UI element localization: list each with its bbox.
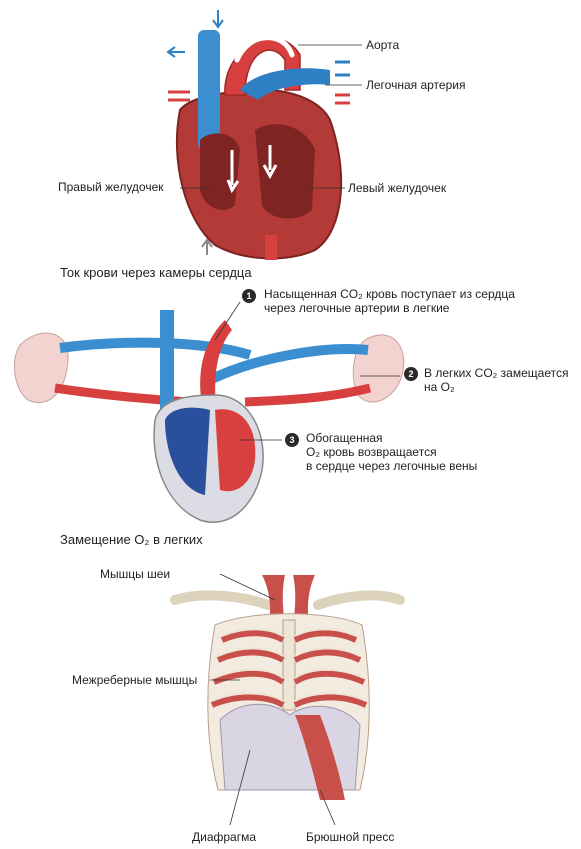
step-3-badge: 3 [285, 433, 299, 447]
step-1-badge: 1 [242, 289, 256, 303]
label-diaphragm: Диафрагма [192, 830, 256, 844]
step-3-line-2: O₂ кровь возвращается [306, 445, 477, 459]
arrow-left-blue [168, 47, 185, 57]
label-intercostal-muscles: Межреберные мышцы [72, 673, 197, 687]
arrows-right-blue [335, 62, 350, 75]
caption-heart: Ток крови через камеры сердца [60, 265, 252, 280]
clavicles [175, 595, 400, 605]
step-2-line-2: на O₂ [424, 380, 568, 394]
vena-cava [198, 30, 220, 150]
step-1-text: Насыщенная CO₂ кровь поступает из сердца… [264, 287, 515, 315]
lung-circulation [14, 310, 403, 522]
caption-lungs: Замещение O₂ в легких [60, 532, 203, 547]
step-2-line-1: В легких CO₂ замещается [424, 366, 568, 380]
arrows-left-red [168, 92, 190, 100]
step-2-badge: 2 [404, 367, 418, 381]
step-1-line-1: Насыщенная CO₂ кровь поступает из сердца [264, 287, 515, 301]
step-1-line-2: через легочные артерии в легкие [264, 301, 515, 315]
arrows-right-red [335, 95, 350, 103]
label-abdominal-press: Брюшной пресс [306, 830, 394, 844]
red-vessel-right [245, 388, 370, 402]
label-right-ventricle: Правый желудочек [58, 180, 164, 194]
label-aorta: Аорта [366, 38, 399, 52]
label-pulmonary-artery: Легочная артерия [366, 78, 465, 92]
step-3-line-3: в сердце через легочные вены [306, 459, 477, 473]
arrow-top [213, 10, 223, 27]
left-chamber [255, 124, 315, 218]
step-3-line-1: Обогащенная [306, 431, 477, 445]
sternum [283, 620, 295, 710]
chest-illustration [175, 575, 400, 800]
label-left-ventricle: Левый желудочек [348, 181, 446, 195]
step-2-text: В легких CO₂ замещается на O₂ [424, 366, 568, 394]
step-3-text: Обогащенная O₂ кровь возвращается в серд… [306, 431, 477, 473]
label-neck-muscles: Мышцы шеи [100, 567, 170, 581]
descending-aorta [265, 235, 277, 260]
heart-illustration [168, 10, 350, 260]
right-chamber [200, 133, 240, 210]
